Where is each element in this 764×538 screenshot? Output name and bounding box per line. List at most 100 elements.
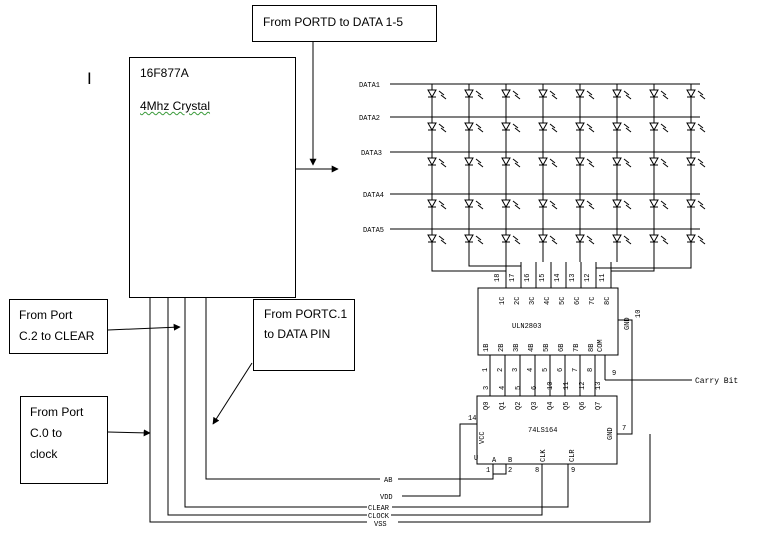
led-r3-c6 [612,152,632,168]
led-r5-c5 [575,229,595,245]
led-column-5 [575,84,595,262]
clear-net [392,464,569,508]
portc1-note-line1: From PORTC.1 [264,307,348,321]
ic74-q-label-6: Q5 [563,402,571,410]
row-label-5: DATA5 [363,227,384,235]
text-cursor-mark: I [87,69,92,88]
portc2-note-line1: From Port [19,308,73,322]
vss-net [398,434,651,523]
clear-wire [184,298,367,508]
ic74-q-label-1: Q0 [483,402,491,410]
uln-in-pin-number-4: 4 [527,368,535,372]
ic74-top-pin-6: 6 [531,386,539,390]
led-r3-c7 [649,152,669,168]
row-label-3: DATA3 [361,150,382,158]
uln-gnd-label: GND [624,317,632,330]
portd-note: From PORTD to DATA 1-5 [263,15,404,29]
uln-in-label-8: 8B [588,344,596,352]
led-r5-c4 [538,229,558,245]
uln-in-pin-number-6: 6 [557,368,565,372]
portc2-note-line2: C.2 to CLEAR [19,329,95,343]
ic74-gnd-pin: 7 [622,425,626,433]
led-r2-c8 [686,117,706,133]
ic74-q-label-4: Q3 [531,402,539,410]
uln-in-label-4: 4B [528,344,536,352]
led-r2-c6 [612,117,632,133]
uln2803-chip: ULN2803 181C172C163C154C145C136C127C118C… [431,262,738,435]
led-r5-c1 [427,229,447,245]
mcu-name: 16F877A [140,66,189,80]
led-r2-c2 [464,117,484,133]
uln-in-label-7: 7B [573,344,581,352]
tie-a [431,262,506,272]
uln-out-label-3: 3C [529,297,537,305]
carry-bit-label: Carry Bit [695,377,738,386]
ic74-top-pin-3: 3 [483,386,491,390]
portc1-note-box: From PORTC.1 to DATA PIN [253,299,355,371]
led-column-7 [649,84,669,262]
uln-out-label-6: 6C [574,297,582,305]
portc1-note-line2: to DATA PIN [264,327,331,341]
uln2803-body [477,287,619,356]
portc2-note-box: From Port C.2 to CLEAR [9,299,108,354]
ic74-top-pin-11: 11 [563,382,571,390]
led-r3-c5 [575,152,595,168]
portc0-arrow [107,429,151,437]
ic-74ls164-name: 74LS164 [528,427,557,435]
clock-wire [167,298,367,516]
uln-in-label-2: 2B [498,344,506,352]
led-r5-c2 [464,229,484,245]
ic74-q-label-3: Q2 [515,402,523,410]
uln-in-pin-number-5: 5 [542,368,550,372]
ic74-top-pin-4: 4 [499,386,507,390]
uln-gnd-pin: 10 [635,310,643,318]
mcu-box: 16F877A 4Mhz Crystal [129,57,296,298]
uln-top-pin-number-13: 13 [569,274,577,282]
tie-c [611,262,655,272]
vdd-wire [402,423,477,497]
tie-d [596,262,692,269]
ic74-top-pin-12: 12 [579,382,587,390]
ic74-vcc-label: VCC [479,431,487,444]
led-r2-c5 [575,117,595,133]
uln-top-pin-number-16: 16 [524,274,532,282]
row-label-2: DATA2 [359,115,380,123]
uln2803-name: ULN2803 [512,323,541,331]
uln-gnd-wire [617,319,633,435]
ic74-top-pin-5: 5 [515,386,523,390]
ic74-top-pin-13: 13 [595,382,603,390]
ic74-q-label-7: Q6 [579,402,587,410]
led-r1-c1 [427,84,447,100]
led-r3-c4 [538,152,558,168]
led-column-1 [427,84,447,262]
led-r4-c8 [686,194,706,210]
ic74-gnd-label: GND [607,427,615,440]
crystal-label: 4Mhz Crystal [140,96,210,117]
led-r3-c2 [464,152,484,168]
led-r4-c5 [575,194,595,210]
row-label-4: DATA4 [363,192,384,200]
led-r4-c4 [538,194,558,210]
ic74-q-label-5: Q4 [547,402,555,410]
vss-net-label: VSS [374,521,387,529]
ic74-vcc-pin: 14 [468,415,476,423]
portd-note-box: From PORTD to DATA 1-5 [252,5,437,42]
led-r1-c3 [501,84,521,100]
crystal-text: 4Mhz Crystal [140,99,211,113]
ic74-a-label: A [492,457,497,465]
uln-in-pin-number-8: 8 [587,368,595,372]
ic74-q-label-8: Q7 [595,402,603,410]
uln-in-pin-number-7: 7 [572,368,580,372]
ic74-pin1: 1 [486,467,490,475]
ab-tie [492,464,507,475]
portc2-arrow [107,323,181,331]
signal-arrows [107,42,339,437]
led-r5-c6 [612,229,632,245]
row-label-1: DATA1 [359,82,380,90]
led-r4-c2 [464,194,484,210]
vdd-net-label: VDD [380,494,393,502]
uln-out-label-4: 4C [544,297,552,305]
